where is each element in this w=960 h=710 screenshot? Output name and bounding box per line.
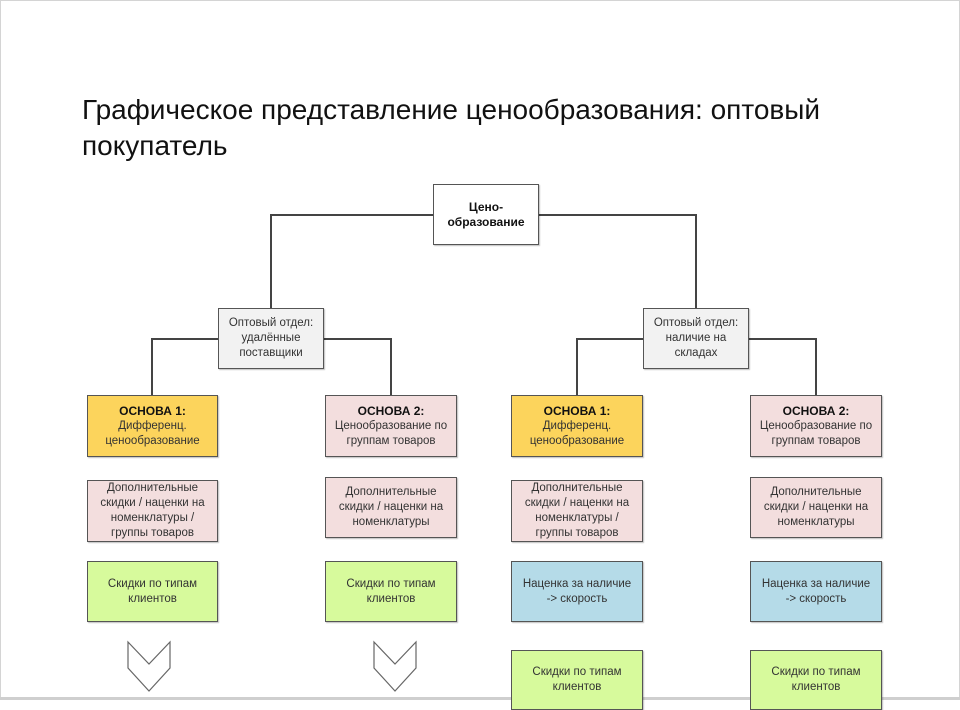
root-line1: Цено- — [468, 199, 504, 214]
basis-title: ОСНОВА 1: — [543, 403, 611, 418]
client-discounts-node: Скидки по типам клиентов — [325, 561, 457, 622]
availability-markup-node: Наценка за наличие -> скорость — [511, 561, 643, 622]
department-node-warehouse: Оптовый отдел: наличие на складах — [643, 308, 749, 369]
connector — [152, 338, 218, 340]
root-line2: образование — [447, 214, 525, 229]
availability-markup-node: Наценка за наличие -> скорость — [750, 561, 882, 622]
basis-text: Ценообразование по группам товаров — [759, 419, 873, 447]
basis-node: ОСНОВА 2: Ценообразование по группам тов… — [325, 395, 457, 457]
basis-text: Дифференц. ценообразование — [105, 419, 200, 447]
connector — [538, 214, 696, 216]
connector — [815, 338, 817, 395]
chevron-down-icon — [373, 640, 417, 692]
chevron-down-icon — [127, 640, 171, 692]
client-discounts-node: Скидки по типам клиентов — [87, 561, 218, 622]
root-node: Цено- образование — [433, 184, 539, 245]
basis-title: ОСНОВА 2: — [357, 403, 425, 418]
client-discounts-node: Скидки по типам клиентов — [750, 650, 882, 710]
connector — [323, 338, 391, 340]
basis-text: Дифференц. ценообразование — [529, 419, 625, 447]
connector — [151, 338, 153, 395]
bottom-bar — [0, 697, 960, 700]
basis-node: ОСНОВА 1: Дифференц. ценообразование — [511, 395, 643, 457]
connector — [390, 338, 392, 395]
connector — [748, 338, 816, 340]
connector — [577, 338, 643, 340]
extra-discounts-node: Дополнительные скидки / наценки на номен… — [87, 480, 218, 542]
department-node-remote: Оптовый отдел: удалённые поставщики — [218, 308, 324, 369]
connector — [270, 214, 272, 308]
client-discounts-node: Скидки по типам клиентов — [511, 650, 643, 710]
basis-node: ОСНОВА 2: Ценообразование по группам тов… — [750, 395, 882, 457]
basis-title: ОСНОВА 1: — [119, 403, 186, 418]
extra-discounts-node: Дополнительные скидки / наценки на номен… — [511, 480, 643, 542]
basis-title: ОСНОВА 2: — [782, 403, 850, 418]
extra-discounts-node: Дополнительные скидки / наценки на номен… — [325, 477, 457, 538]
basis-node: ОСНОВА 1: Дифференц. ценообразование — [87, 395, 218, 457]
basis-text: Ценообразование по группам товаров — [334, 419, 448, 447]
extra-discounts-node: Дополнительные скидки / наценки на номен… — [750, 477, 882, 538]
slide-title: Графическое представление ценообразовани… — [82, 94, 821, 161]
connector — [576, 338, 578, 395]
connector — [695, 214, 697, 308]
connector — [271, 214, 433, 216]
